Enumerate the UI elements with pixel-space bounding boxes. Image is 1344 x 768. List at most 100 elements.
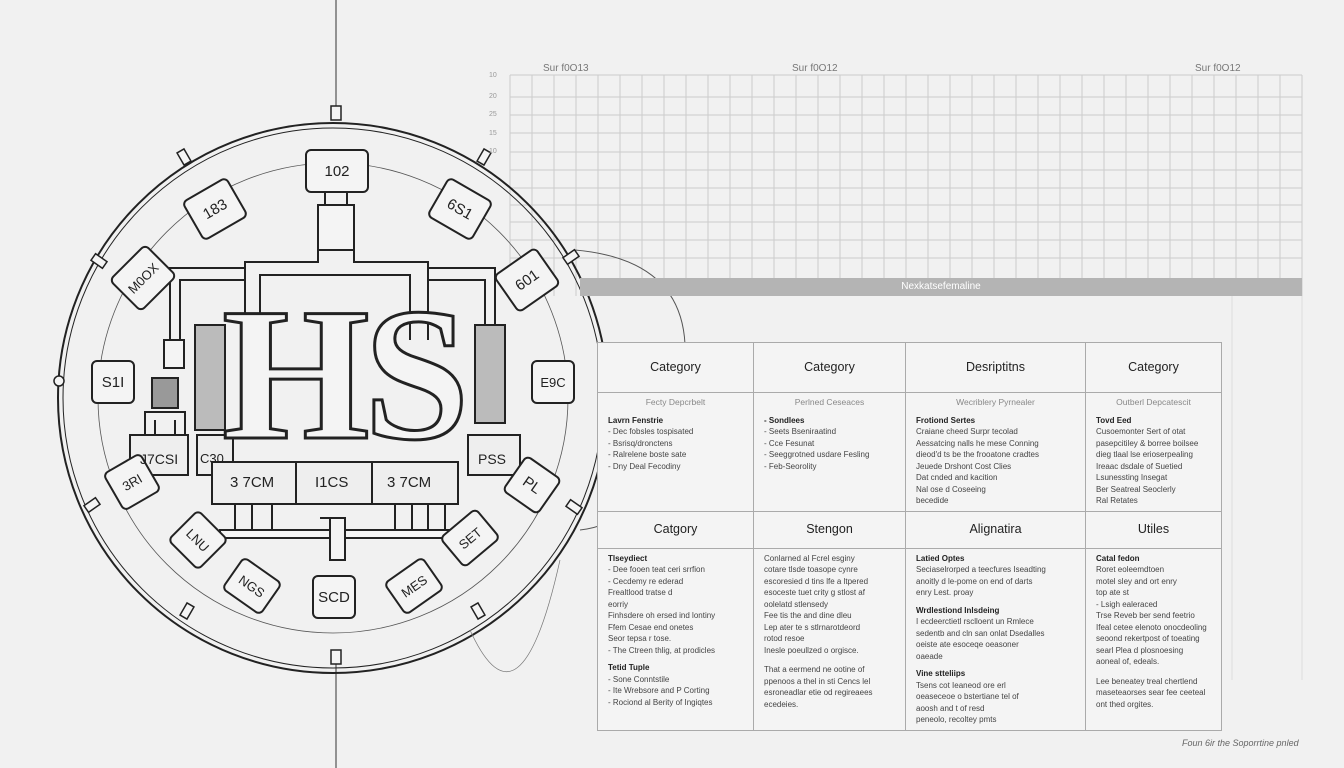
cell-line: That a eermend ne ootine of [764,665,865,674]
cell-line: - Cecdemy re ederad [608,576,684,586]
cell-line: Ifeal cetee elenoto onocdeoling [1096,622,1207,632]
cell-line: dieod'd ts be the frooatone cradtes [916,450,1039,459]
ring-connectors [53,105,612,665]
grid-y-tick: 20 [489,93,497,100]
cell-line: Dat cnded and kacition [916,473,998,482]
cell-line: Ireaac dsdale of Suetied [1096,461,1183,471]
grid-top-label: Sur f0O12 [1195,63,1241,74]
node-scd: SCD [312,575,356,619]
grid-y-tick: 10 [489,148,497,155]
cell-line: Roret eoleemdtoen [1096,565,1165,574]
grid-y-tick: 15 [489,130,497,137]
cell-line: motel sley and ort enry [1096,576,1177,586]
module-i1cs: I1CS [315,474,349,491]
footer-caption: Foun 6ir the Soporrtine pnled [1182,738,1299,748]
cell-subtitle: Outberl Depcatescit [1116,397,1191,407]
cell-line: enry Lest. proay [916,588,974,597]
table-header: Category [753,342,906,393]
cell-heading: Frotiond Sertes [916,415,976,425]
node-102: 102 [305,149,369,193]
module-j7csi: J7CSI [140,451,179,467]
cell-line: Lee beneatey treal chertlend [1096,676,1198,686]
cell-line: top ate st [1096,588,1129,597]
cell-line: - Dec fobsles tospisated [608,427,694,436]
grid-top-label: Sur f0O13 [543,63,589,74]
cell-line: searl Plea d plosnoesing [1096,645,1184,655]
cell-line: - Sone Conntstile [608,674,670,684]
cell-line: - Feb-Seorolity [764,461,817,471]
table-cell: Conlarned al Fcrel esginy cotare tlsde to… [753,547,906,731]
cell-line: Ffem Cesae end onetes [608,622,694,632]
cell-line: escoresied d tins lfe a ltpered [764,576,869,586]
cell-line: pasepcitiley & borree boilsee [1096,438,1199,448]
cell-line: - Cce Fesunat [764,438,815,448]
cell-line: Conlarned al Fcrel esginy [764,553,855,563]
cell-line: I ecdeerctietl rsclloent un Rmlece [916,617,1034,626]
cell-line: oaeade [916,651,943,661]
cell-line: ppenoos a thel in sti Cencs lel [764,676,871,686]
cell-line: aoneal of, edeals. [1096,657,1160,666]
module-c30: C30 [200,451,224,466]
cell-line: - Dny Deal Fecodiny [608,461,681,471]
table-header: Category [597,342,754,393]
cell-heading: Tovd Eed [1096,415,1132,425]
cell-heading: Catal fedon [1096,553,1140,563]
cell-heading: Vine stteliips [916,669,966,678]
cell-line: Seor tepsa r tose. [608,634,672,643]
cell-line: Lep ater te s stlrnarotdeord [764,622,861,632]
cell-line: Inesle poeullzed o orgisce. [764,645,859,655]
table-header: Alignatira [905,510,1086,549]
cell-line: Trse Reveb ber send feetrio [1096,611,1195,620]
cell-line: oolelatd stlensedy [764,599,829,609]
node-e9c: E9C [531,360,575,404]
cell-subtitle: Perlned Ceseaces [794,397,865,407]
cell-line: dieg tlaal lse erioserpealing [1096,450,1193,459]
cell-line: Tsens cot Ieaneod ore erl [916,680,1006,690]
cell-line: Ber Seatreal Seoclerly [1096,484,1176,494]
cell-line: - Ralrelene boste sate [608,450,687,459]
module-3-7cm: 3 7CM [387,474,432,491]
grid-background [509,74,1303,296]
cell-line: esroneadlar etie od regireaees [764,688,873,697]
cell-line: cotare tlsde toasope cynre [764,565,858,574]
cell-line: Jeuede Drshont Cost Clies [916,461,1012,471]
cell-line: anoitly d le-pome on end of darts [916,576,1033,586]
cell-line: ecedeies. [764,699,799,709]
module-3-7cm: 3 7CM [230,474,275,491]
cell-line: rotod resoe [764,634,805,643]
module-pss: PSS [478,451,507,467]
cell-line: - The Ctreen thlig, at prodicles [608,645,716,655]
grid-banner: Nexkatsefemaline [580,278,1302,296]
cell-heading: Tetid Tuple [608,663,650,672]
cell-line: Lsunessting Insegat [1096,473,1168,482]
piping [129,191,521,561]
cell-heading: Wrdlestiond Inlsdeing [916,605,1000,615]
table-header: Utiles [1085,510,1222,549]
cell-line: ont thed orgites. [1096,699,1154,709]
grid-top-label: Sur f0O12 [792,63,838,74]
cell-line: Cusoemonter Sert of otat [1096,427,1186,436]
table-header: Stengon [753,510,906,549]
cell-line: Finhsdere oh ersed ind lontiny [608,611,716,620]
cell-line: becedide [916,496,949,505]
cell-line: - Bsrisq/dronctens [608,438,673,448]
cell-line: - Lsigh ealeraced [1096,599,1158,609]
cell-subtitle: Wecriblery Pyrnealer [956,397,1035,407]
cell-line: - Dee fooen teat ceri srrfion [608,565,705,574]
grid-y-tick: 25 [489,111,497,118]
cell-line: eorriy [608,599,629,609]
cell-line: Craiane cheed Surpr tecolad [916,427,1018,436]
cell-line: oeaseceoe o bstertiane tel of [916,692,1019,701]
cell-line: esoceste tuet crity g stlost af [764,588,865,597]
table-header: Catgory [597,510,754,549]
cell-heading: Latied Optes [916,553,965,563]
table-cell: Tlseydiect- Dee fooen teat ceri srrfion-… [597,547,754,731]
cell-line: maseteaorses sear fee ceeteal [1096,688,1206,697]
cell-line: aoosh and t of resd [916,703,985,713]
right-faint-lines [1231,296,1303,680]
